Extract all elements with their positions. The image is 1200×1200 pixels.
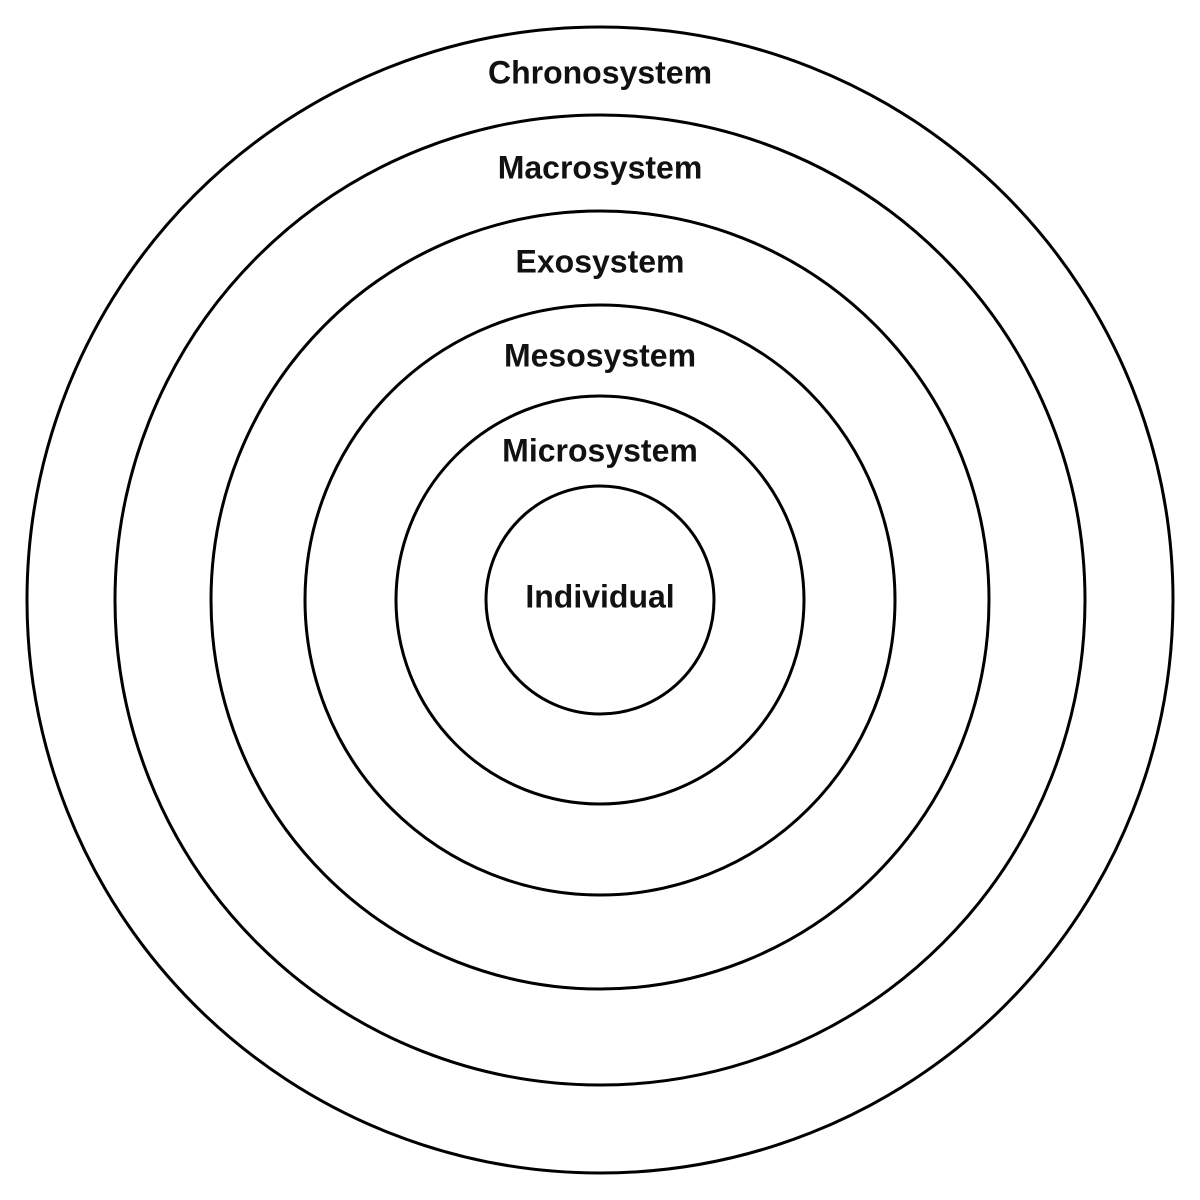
label-chronosystem: Chronosystem bbox=[488, 54, 712, 90]
label-macrosystem: Macrosystem bbox=[498, 149, 703, 185]
label-exosystem: Exosystem bbox=[516, 243, 685, 279]
label-individual: Individual bbox=[525, 578, 674, 614]
label-mesosystem: Mesosystem bbox=[504, 337, 696, 373]
ring-individual bbox=[484, 484, 716, 716]
label-microsystem: Microsystem bbox=[502, 432, 698, 468]
